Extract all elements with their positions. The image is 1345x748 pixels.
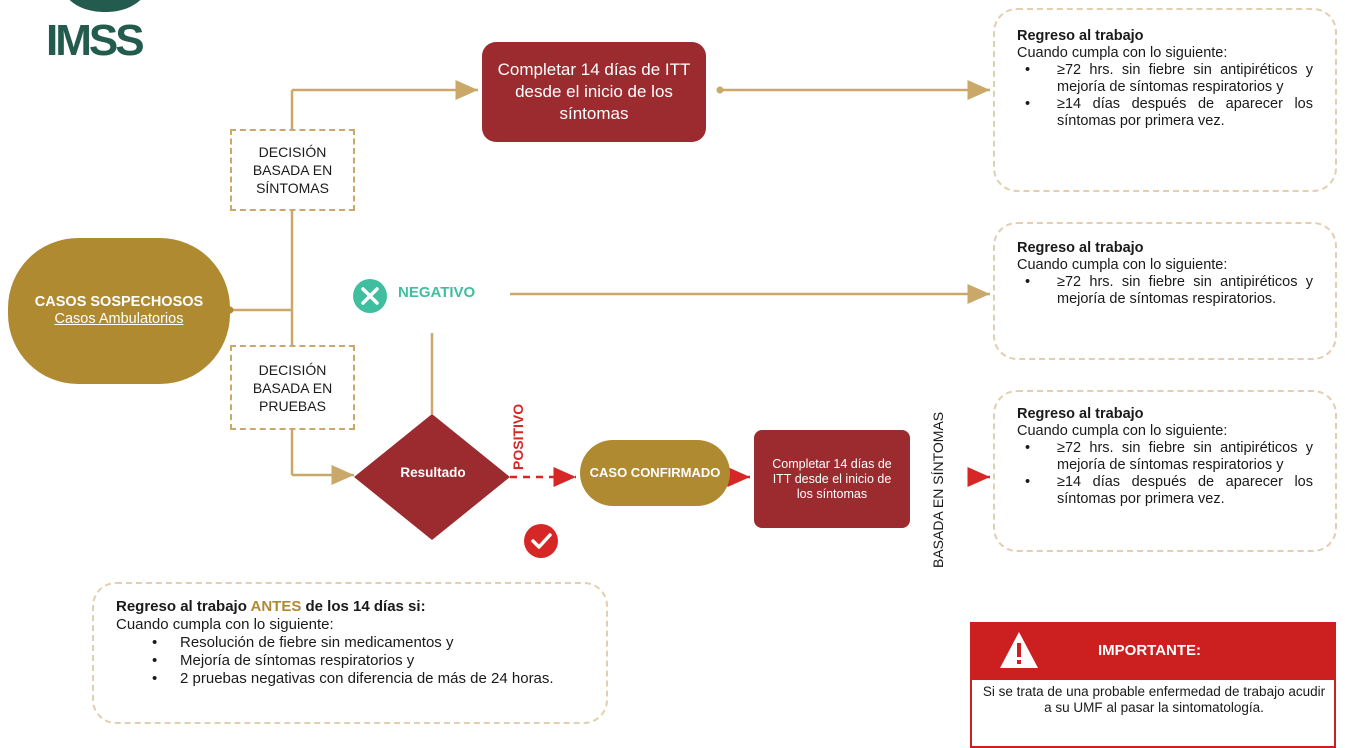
card-intro: Cuando cumpla con lo siguiente: xyxy=(1017,257,1228,273)
return-to-work-card-positive: Regreso al trabajo Cuando cumpla con lo … xyxy=(993,390,1337,552)
list-item: ≥72 hrs. sin fiebre sin antipiréticos y … xyxy=(1017,62,1313,96)
negative-x-icon xyxy=(353,279,387,313)
list-item: ≥72 hrs. sin fiebre sin antipiréticos y … xyxy=(1017,274,1313,308)
itt-14-days-top-box: Completar 14 días de ITT desde el inicio… xyxy=(482,42,706,142)
list-item: ≥14 días después de aparecer los síntoma… xyxy=(1017,96,1313,130)
positive-label: POSITIVO xyxy=(510,403,526,470)
card-title: Regreso al trabajo ANTES de los 14 días … xyxy=(116,598,426,615)
antes-highlight: ANTES xyxy=(250,598,302,615)
important-header: IMPORTANTE: xyxy=(972,624,1334,680)
decision-symptoms-box: DECISIÓN BASADA EN SÍNTOMAS xyxy=(230,129,355,211)
card-intro: Cuando cumpla con lo siguiente: xyxy=(1017,423,1228,439)
suspected-cases-title: CASOS SOSPECHOSOS xyxy=(34,294,204,310)
card-title: Regreso al trabajo xyxy=(1017,240,1144,256)
card-intro: Cuando cumpla con lo siguiente: xyxy=(1017,45,1228,61)
list-item: Mejoría de síntomas respiratorios y xyxy=(116,652,584,670)
result-diamond xyxy=(354,414,510,540)
important-body: Si se trata de una probable enfermedad d… xyxy=(982,684,1326,715)
return-to-work-card-symptoms: Regreso al trabajo Cuando cumpla con lo … xyxy=(993,8,1337,192)
symptom-based-vertical-label: BASADA EN SÍNTOMAS xyxy=(930,411,946,568)
imss-eagle-icon xyxy=(69,0,141,12)
decision-tests-box: DECISIÓN BASADA EN PRUEBAS xyxy=(230,345,355,430)
imss-logo-text: IMSS xyxy=(46,16,145,65)
itt-14-days-bottom-box: Completar 14 días de ITT desde el inicio… xyxy=(754,430,910,528)
negative-label: NEGATIVO xyxy=(398,284,476,301)
early-return-card: Regreso al trabajo ANTES de los 14 días … xyxy=(92,582,608,724)
return-to-work-card-negative: Regreso al trabajo Cuando cumpla con lo … xyxy=(993,222,1337,360)
list-item: ≥14 días después de aparecer los síntoma… xyxy=(1017,474,1313,508)
ambulatory-cases-link[interactable]: Casos Ambulatorios xyxy=(54,311,184,327)
confirmed-case-node: CASO CONFIRMADO xyxy=(580,440,730,506)
card-intro: Cuando cumpla con lo siguiente: xyxy=(116,616,334,633)
important-title: IMPORTANTE: xyxy=(1098,642,1202,659)
positive-check-icon xyxy=(524,524,558,558)
warning-icon xyxy=(1000,632,1038,668)
list-item: ≥72 hrs. sin fiebre sin antipiréticos y … xyxy=(1017,440,1313,474)
card-title: Regreso al trabajo xyxy=(1017,28,1144,44)
important-notice: IMPORTANTE: Si se trata de una probable … xyxy=(970,622,1336,748)
card-title: Regreso al trabajo xyxy=(1017,406,1144,422)
suspected-cases-node: CASOS SOSPECHOSOS Casos Ambulatorios xyxy=(8,238,230,384)
result-label: Resultado xyxy=(400,465,466,480)
list-item: Resolución de fiebre sin medicamentos y xyxy=(116,634,584,652)
list-item: 2 pruebas negativas con diferencia de má… xyxy=(116,670,584,688)
